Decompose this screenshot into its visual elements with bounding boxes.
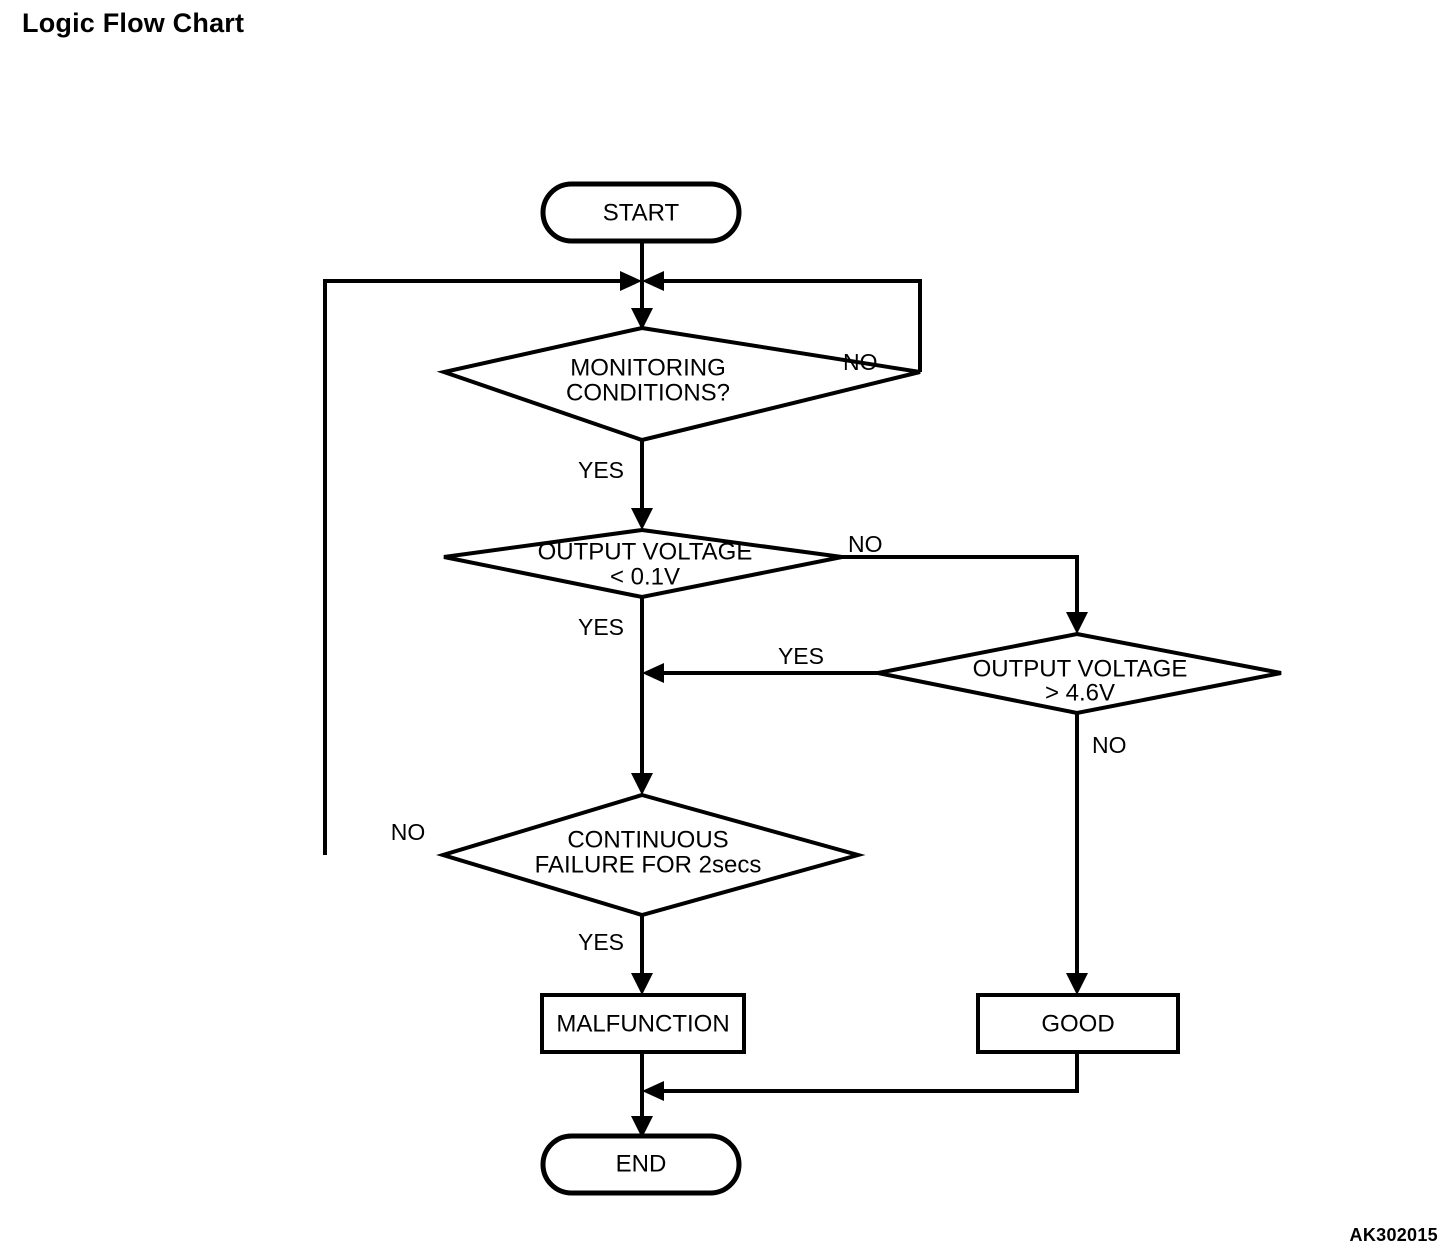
volt-high-no-label: NO <box>1092 732 1127 758</box>
arrowhead-to-volt-high <box>1066 612 1088 634</box>
arrowhead-to-malfunction <box>631 973 653 995</box>
diagram-id-code: AK302015 <box>1349 1225 1438 1245</box>
volt-low-no-label: NO <box>848 531 883 557</box>
arrowhead-good-merge <box>642 1081 664 1101</box>
node-output-voltage-high: OUTPUT VOLTAGE > 4.6V <box>877 631 1282 716</box>
arrowhead-left-loop <box>620 271 642 291</box>
node-end: END <box>540 1133 742 1196</box>
volt-low-label-line1: OUTPUT VOLTAGE <box>538 538 753 565</box>
page-title: Logic Flow Chart <box>22 8 245 38</box>
continuous-yes-label: YES <box>578 929 624 955</box>
volt-high-label-line1: OUTPUT VOLTAGE <box>973 655 1188 682</box>
edge-volt-low-no <box>842 555 1079 624</box>
edge-good-to-end <box>660 1052 1079 1093</box>
arrowhead-to-end <box>631 1116 653 1138</box>
arrowhead-to-good <box>1066 973 1088 995</box>
monitoring-label-line1: MONITORING <box>570 354 726 381</box>
edge-monitoring-no-loop <box>660 279 922 372</box>
monitoring-label-line2: CONDITIONS? <box>566 379 730 406</box>
node-continuous-failure: CONTINUOUS FAILURE FOR 2secs <box>436 792 866 918</box>
continuous-label-line1: CONTINUOUS <box>567 826 728 853</box>
monitoring-no-label: NO <box>843 349 878 375</box>
end-shape <box>540 1133 742 1196</box>
start-label: START <box>603 199 680 226</box>
edge-continuous-no-loop <box>323 279 624 855</box>
node-output-voltage-low: OUTPUT VOLTAGE < 0.1V <box>443 527 843 600</box>
volt-high-yes-label: YES <box>778 643 824 669</box>
good-shape <box>976 993 1180 1054</box>
arrowhead-volt-high-yes <box>642 663 664 683</box>
continuous-label-line2: FAILURE FOR 2secs <box>535 851 762 878</box>
node-start: START <box>540 181 742 244</box>
malfunction-label: MALFUNCTION <box>556 1010 729 1037</box>
node-malfunction: MALFUNCTION <box>540 993 746 1054</box>
node-good: GOOD <box>976 993 1180 1054</box>
arrowhead-to-continuous <box>631 773 653 795</box>
arrowhead-right-loop <box>642 271 664 291</box>
good-label: GOOD <box>1041 1010 1114 1037</box>
end-label: END <box>616 1150 667 1177</box>
volt-low-yes-label: YES <box>578 614 624 640</box>
arrowhead-to-monitoring <box>631 308 653 330</box>
volt-high-label-line2: > 4.6V <box>1045 679 1115 706</box>
volt-low-label-line2: < 0.1V <box>610 563 680 590</box>
node-monitoring-conditions: MONITORING CONDITIONS? <box>436 325 921 443</box>
arrowhead-to-volt-low <box>631 508 653 530</box>
malfunction-shape <box>540 993 746 1054</box>
continuous-no-label: NO <box>391 819 426 845</box>
monitoring-yes-label: YES <box>578 457 624 483</box>
